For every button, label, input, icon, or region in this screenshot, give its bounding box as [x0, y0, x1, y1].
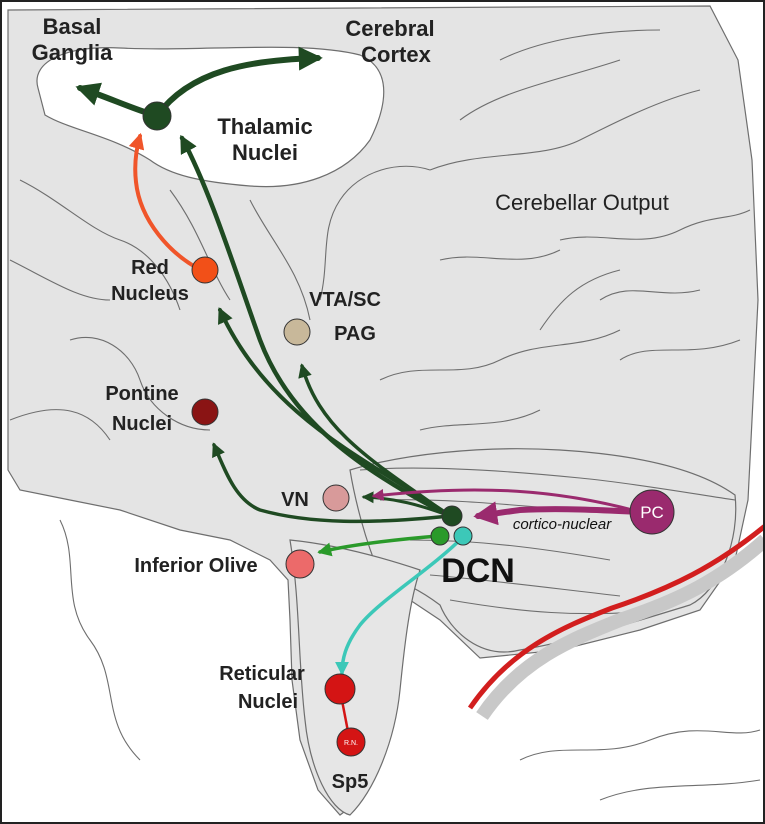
label-inferior-olive: Inferior Olive [134, 555, 257, 577]
path-red-nucleus-to-thalamus [128, 132, 205, 273]
labels: Basal Ganglia Cerebral Cortex Thalamic N… [32, 14, 669, 793]
label-pc: PC [640, 503, 664, 522]
path-dcn-to-reticular [335, 534, 466, 676]
red-nucleus-node [191, 256, 219, 284]
dcn-green-node [430, 526, 450, 546]
pontine-node [191, 398, 219, 426]
label-dcn: DCN [441, 552, 515, 590]
vn-node [322, 484, 350, 512]
label-cerebellar-output: Cerebellar Output [495, 190, 669, 215]
label-rn-small: R.N. [344, 740, 358, 747]
brainstem-outline [289, 539, 421, 816]
dcn-dark-node [441, 505, 463, 527]
label-cerebral-cortex-2: Cortex [361, 42, 431, 67]
brain-folds [9, 29, 761, 801]
label-pontine-2: Nuclei [112, 413, 172, 435]
label-vta-2: PAG [334, 323, 376, 345]
red-stripe [467, 524, 765, 710]
spinal-stripes [467, 524, 765, 720]
vta-node [283, 318, 311, 346]
label-reticular-2: Nuclei [238, 691, 298, 713]
pathways [75, 46, 643, 744]
label-sp5: Sp5 [332, 771, 369, 793]
thalamic-cavity [36, 46, 385, 188]
thalamic-node [142, 101, 172, 131]
path-dcn-to-inferior-olive [317, 534, 440, 557]
brain-background [7, 5, 761, 816]
path-pc-to-dcn [473, 501, 643, 526]
pc-node [629, 489, 675, 535]
path-dcn-to-thalamus [179, 134, 453, 519]
label-basal-ganglia-2: Ganglia [32, 40, 113, 65]
label-cortico-nuclear: cortico-nuclear [513, 516, 612, 533]
label-pontine-1: Pontine [105, 383, 178, 405]
label-thalamic-2: Nuclei [232, 140, 298, 165]
label-red-nucleus-2: Nucleus [111, 283, 189, 305]
label-thalamic-1: Thalamic [217, 114, 312, 139]
label-basal-ganglia-1: Basal [43, 14, 102, 39]
inferior-olive-node [285, 549, 315, 579]
label-red-nucleus-1: Red [131, 257, 169, 279]
gray-stripe [476, 534, 765, 720]
dcn-teal-node [453, 526, 473, 546]
path-thalamus-to-cortex [154, 46, 323, 119]
reticular-node [324, 673, 356, 705]
label-cerebral-cortex-1: Cerebral [345, 16, 434, 41]
path-dcn-to-vta [298, 363, 452, 518]
path-pc-to-vn [371, 488, 642, 514]
path-dcn-to-pontine [212, 442, 452, 524]
label-vn: VN [281, 489, 309, 511]
sp5-node [336, 727, 366, 757]
nodes [142, 101, 675, 757]
label-vta-1: VTA/SC [309, 289, 381, 311]
label-reticular-1: Reticular [219, 663, 305, 685]
